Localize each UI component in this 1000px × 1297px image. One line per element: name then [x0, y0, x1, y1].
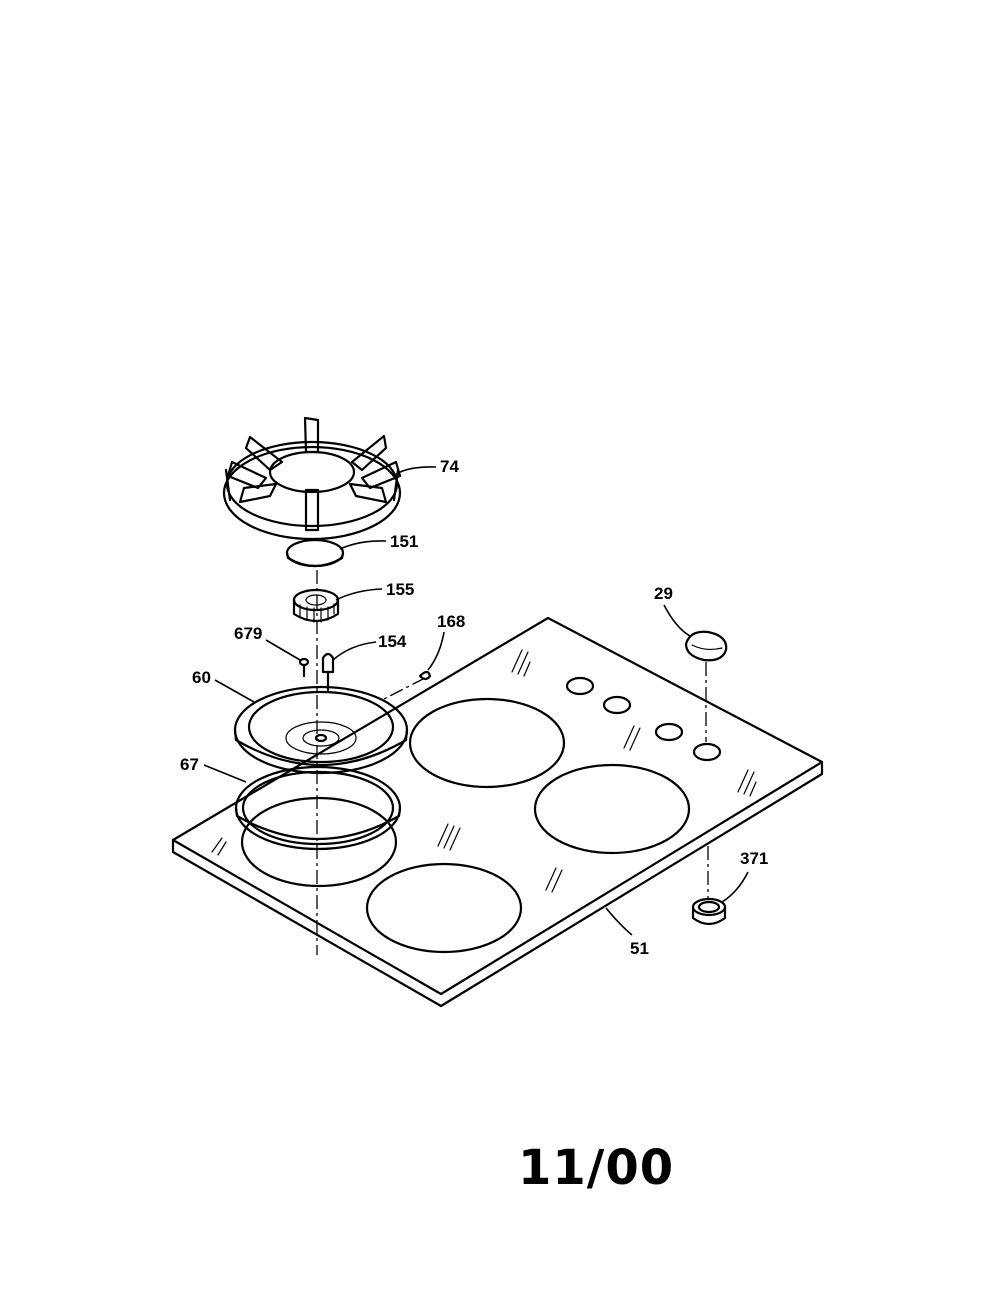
date-code: 11/00	[518, 1140, 675, 1196]
retaining-clip	[418, 670, 432, 681]
burner-grate	[222, 416, 402, 541]
screw	[298, 657, 310, 678]
leader-371	[721, 871, 749, 903]
cooktop-glass-panel	[171, 616, 824, 1008]
leader-151	[339, 540, 387, 550]
callout-29: 29	[654, 584, 673, 603]
trim-ring	[234, 765, 402, 851]
leader-51	[605, 907, 633, 936]
burner-head	[292, 588, 340, 623]
leader-168	[427, 631, 445, 671]
leader-679	[265, 639, 301, 661]
callout-679: 679	[234, 624, 262, 643]
leader-154	[332, 641, 377, 661]
callout-74: 74	[440, 457, 459, 476]
igniter-electrode	[321, 652, 335, 692]
callout-154: 154	[378, 632, 407, 651]
callout-371: 371	[740, 849, 768, 868]
clip-axis	[381, 677, 426, 701]
leader-155	[335, 588, 383, 601]
callout-155: 155	[386, 580, 414, 599]
leader-29	[663, 604, 691, 637]
callout-168: 168	[437, 612, 465, 631]
callout-151: 151	[390, 532, 418, 551]
drip-pan	[233, 685, 409, 775]
leader-60	[214, 679, 255, 703]
leader-67	[203, 764, 247, 783]
callout-67: 67	[180, 755, 199, 774]
callout-60: 60	[192, 668, 211, 687]
knob-bezel	[691, 897, 727, 926]
control-knob	[684, 630, 728, 662]
callout-51: 51	[630, 939, 649, 958]
burner-cap	[285, 538, 345, 568]
leader-74	[395, 466, 437, 475]
